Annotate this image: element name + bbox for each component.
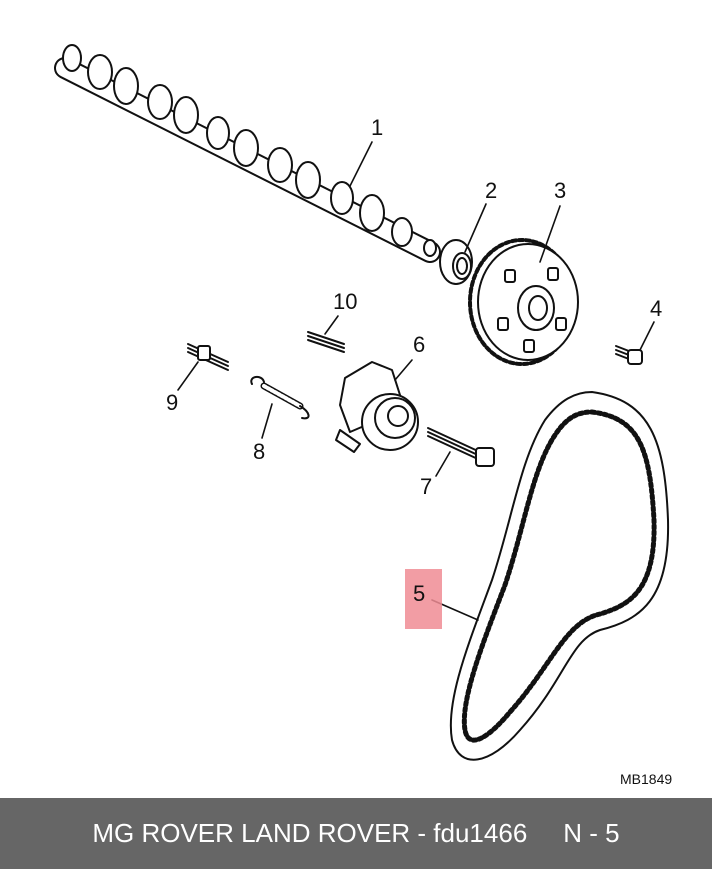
callout-10: 10	[333, 289, 358, 314]
callout-9: 9	[166, 390, 179, 415]
camshaft-pulley-part	[468, 238, 579, 366]
footer-page-ref: N - 5	[563, 818, 620, 848]
footer-bar: MG ROVER LAND ROVER - fdu1466 N - 5	[0, 798, 712, 869]
callout-4: 4	[650, 296, 663, 321]
bolt-part-4	[615, 345, 643, 365]
diagram-code-label: MB1849	[620, 771, 673, 787]
tensioner-part	[335, 361, 419, 453]
highlight-callout-5	[405, 569, 442, 629]
stud-part-9	[187, 343, 229, 371]
stud-part-10	[307, 331, 345, 353]
footer-brand-text: MG ROVER LAND ROVER - fdu1466	[92, 818, 528, 848]
callout-2: 2	[485, 178, 498, 203]
spring-part	[250, 376, 310, 420]
callout-6: 6	[413, 332, 426, 357]
bolt-part-7	[427, 427, 495, 467]
exploded-parts-diagram	[54, 44, 670, 761]
oil-seal-part	[439, 239, 473, 285]
callout-3: 3	[554, 178, 567, 203]
timing-belt-part	[449, 391, 670, 761]
callout-1: 1	[371, 115, 384, 140]
camshaft-part	[54, 44, 441, 263]
callout-5: 5	[413, 581, 426, 606]
callout-7: 7	[420, 474, 433, 499]
callout-8: 8	[253, 439, 266, 464]
